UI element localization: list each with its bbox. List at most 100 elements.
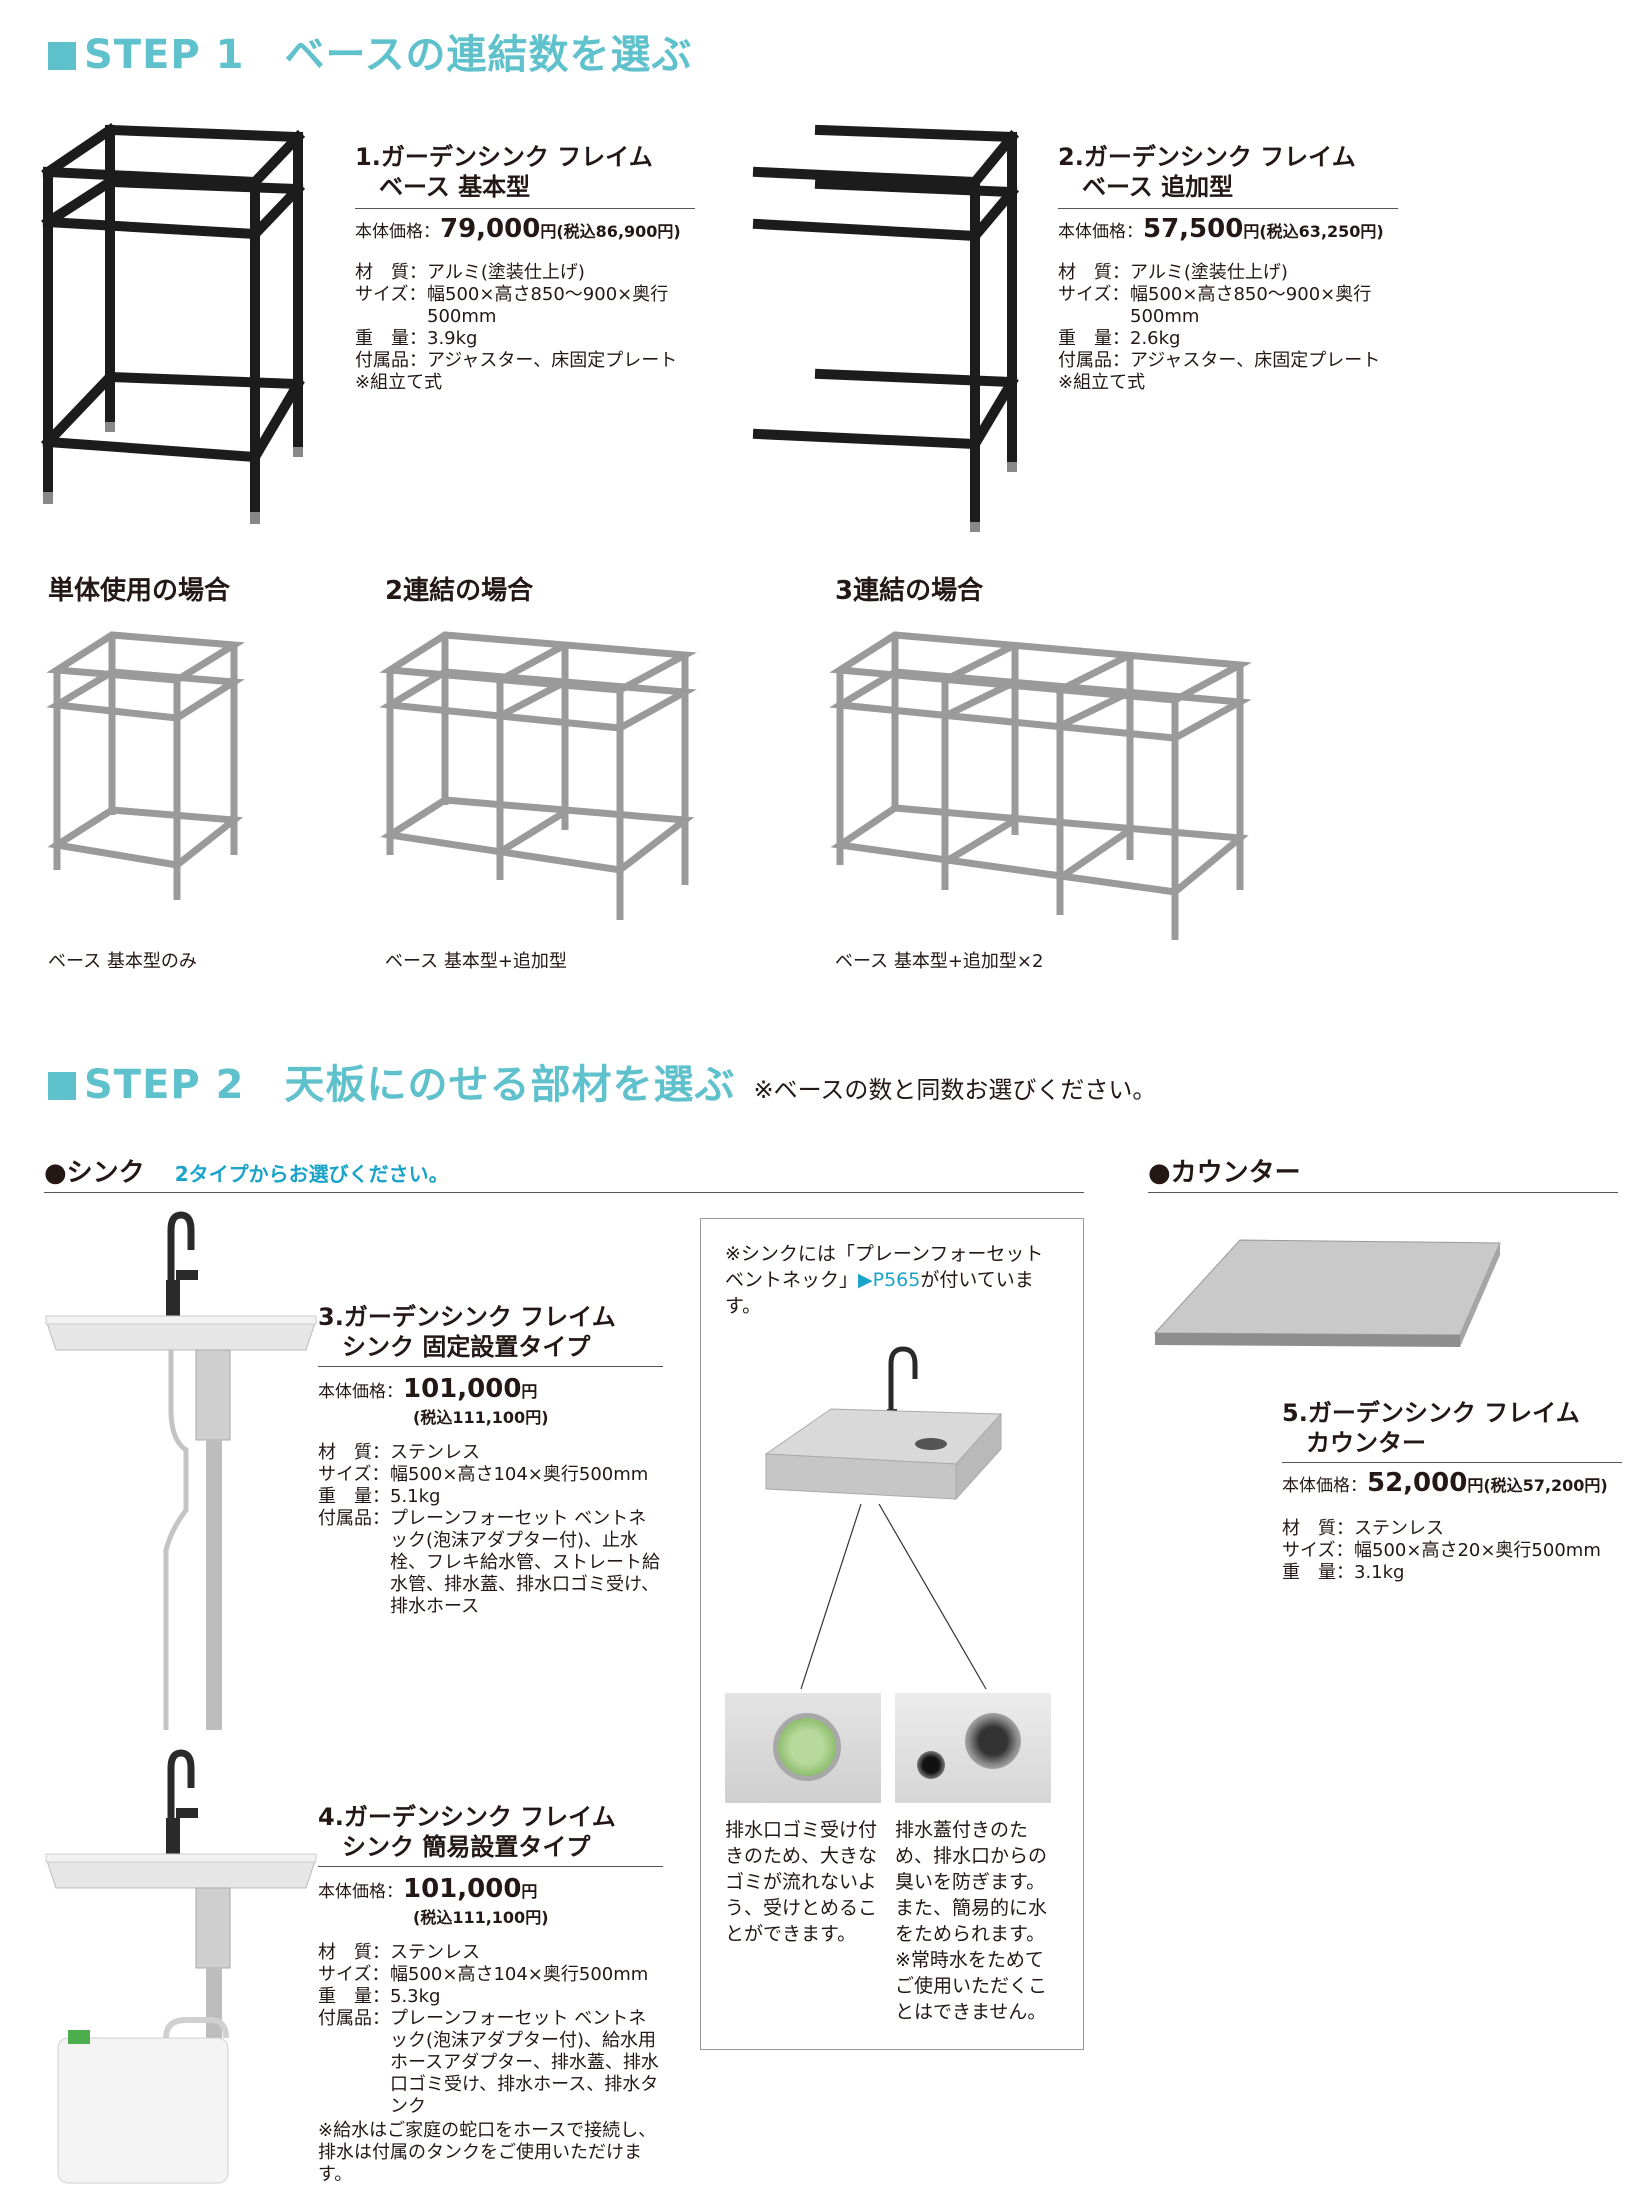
product-5-specs: 材 質：ステンレス サイズ：幅500×高さ20×奥行500mm 重 量：3.1k… — [1282, 1518, 1622, 1584]
product-3-price: 本体価格：101,000円 (税込111,100円) — [318, 1374, 549, 1428]
spec-value: 幅500×高さ20×奥行500mm — [1354, 1540, 1601, 1561]
sink-section-rule — [44, 1192, 1084, 1193]
product-2-title-line1: 2.ガーデンシンク フレイム — [1058, 143, 1356, 171]
spec-key: 重 量： — [1058, 328, 1130, 349]
config-triple-heading: 3連結の場合 — [835, 576, 984, 606]
product-1-rule — [355, 208, 695, 209]
square-bullet-icon — [48, 42, 76, 70]
info-box-line2a: ベントネック」 — [725, 1269, 859, 1291]
product-5-price: 本体価格：52,000円(税込57,200円) — [1282, 1468, 1608, 1498]
spec-key: 付属品： — [355, 350, 427, 371]
strainer-icon — [773, 1713, 841, 1781]
spec-key: 重 量： — [1282, 1562, 1354, 1583]
drain-cover-photo — [895, 1693, 1051, 1803]
spec-value: アジャスター、床固定プレート — [427, 350, 678, 371]
config-double-caption: ベース 基本型+追加型 — [385, 951, 567, 972]
product-3-specs: 材 質：ステンレス サイズ：幅500×高さ104×奥行500mm 重 量：5.1… — [318, 1442, 663, 1618]
spec-value: 3.1kg — [1354, 1562, 1405, 1583]
step2-title: 天板にのせる部材を選ぶ — [284, 1062, 736, 1108]
product-1-title: 1.ガーデンシンク フレイム ベース 基本型 — [355, 142, 653, 202]
product-2-note: ※組立て式 — [1058, 372, 1146, 393]
config-double-heading: 2連結の場合 — [385, 576, 534, 606]
page-reference-link[interactable]: ▶P565 — [858, 1269, 921, 1291]
spec-value: 幅500×高さ104×奥行500mm — [390, 1964, 649, 1985]
spec-value: ステンレス — [390, 1942, 480, 1963]
base-additional-frame-image — [752, 124, 1020, 532]
product-2-title-line2: ベース 追加型 — [1082, 173, 1234, 201]
info-box-header-text: ※シンクには「プレーンフォーセット ベントネック」▶P565が付いています。 — [725, 1241, 1065, 1319]
spec-key: サイズ： — [1282, 1540, 1354, 1561]
price-tax: (税込63,250円) — [1259, 222, 1384, 241]
double-frame-illustration — [379, 631, 698, 920]
product-1-title-line1: 1.ガーデンシンク フレイム — [355, 143, 653, 171]
product-4-title-line1: 4.ガーデンシンク フレイム — [318, 1803, 616, 1831]
product-1-specs: 材 質：アルミ(塗装仕上げ) サイズ：幅500×高さ850～900×奥行500m… — [355, 262, 685, 394]
base-basic-frame-image — [40, 123, 306, 524]
sink-detail-image — [764, 1346, 1003, 1501]
spec-value: プレーンフォーセット ベントネック(泡沫アダプター付)、給水用ホースアダプター、… — [390, 2008, 659, 2117]
spec-key: 付属品： — [318, 1508, 390, 1529]
product-1-note: ※組立て式 — [355, 372, 443, 393]
spec-key: サイズ： — [318, 1464, 390, 1485]
spec-value: 5.1kg — [390, 1486, 441, 1507]
price-label: 本体価格： — [1058, 222, 1143, 242]
price-value: 57,500 — [1143, 214, 1244, 244]
product-4-note: ※給水はご家庭の蛇口をホースで接続し、排水は付属のタンクをご使用いただけます。 — [318, 2120, 657, 2185]
spec-key: 重 量： — [318, 1986, 390, 2007]
spec-key: 付属品： — [318, 2008, 390, 2029]
product-2-rule — [1058, 208, 1398, 209]
product-3-title-line2: シンク 固定設置タイプ — [342, 1333, 591, 1361]
step1-label: STEP 1 — [84, 32, 245, 78]
product-5-title: 5.ガーデンシンク フレイム カウンター — [1282, 1398, 1580, 1458]
plug-icon — [917, 1751, 945, 1779]
square-bullet-icon — [48, 1072, 76, 1100]
drain-cover-icon — [965, 1713, 1021, 1769]
price-yen: 円 — [521, 1382, 538, 1401]
price-label: 本体価格： — [355, 222, 440, 242]
info-box-line1: ※シンクには「プレーンフォーセット — [725, 1243, 1044, 1265]
spec-key: サイズ： — [318, 1964, 390, 1985]
spec-value: 3.9kg — [427, 328, 478, 349]
sink-section-title: ●シンク — [44, 1158, 145, 1188]
counter-section-heading: ●カウンター — [1148, 1158, 1301, 1188]
spec-key: 材 質： — [1282, 1518, 1354, 1539]
spec-value: アジャスター、床固定プレート — [1130, 350, 1381, 371]
spec-key: サイズ： — [1058, 284, 1130, 305]
product-1-price: 本体価格：79,000円(税込86,900円) — [355, 214, 681, 244]
product-5-title-line2: カウンター — [1306, 1429, 1426, 1457]
config-triple-caption: ベース 基本型+追加型×2 — [835, 951, 1044, 972]
sink-section-heading: ●シンク 2タイプからお選びください。 — [44, 1152, 449, 1189]
product-4-title-line2: シンク 簡易設置タイプ — [342, 1833, 591, 1861]
config-single-heading: 単体使用の場合 — [48, 576, 231, 606]
step2-label: STEP 2 — [84, 1062, 245, 1108]
product-4-rule — [318, 1866, 663, 1867]
spec-key: 材 質： — [318, 1942, 390, 1963]
spec-value: 2.6kg — [1130, 328, 1181, 349]
product-2-title: 2.ガーデンシンク フレイム ベース 追加型 — [1058, 142, 1356, 202]
spec-value: ステンレス — [390, 1442, 480, 1463]
price-yen: 円 — [521, 1882, 538, 1901]
spec-key: 重 量： — [355, 328, 427, 349]
triple-frame-illustration — [829, 631, 1252, 940]
counter-section-rule — [1148, 1192, 1618, 1193]
product-3-title-line1: 3.ガーデンシンク フレイム — [318, 1303, 616, 1331]
product-4-price: 本体価格：101,000円 (税込111,100円) — [318, 1874, 549, 1928]
spec-key: 重 量： — [318, 1486, 390, 1507]
price-value: 101,000 — [403, 1874, 522, 1904]
spec-value: プレーンフォーセット ベントネック(泡沫アダプター付)、止水栓、フレキ給水管、ス… — [390, 1508, 660, 1617]
spec-value: アルミ(塗装仕上げ) — [427, 262, 585, 283]
product-5-title-line1: 5.ガーデンシンク フレイム — [1282, 1399, 1580, 1427]
spec-key: 材 質： — [1058, 262, 1130, 283]
spec-value: 5.3kg — [390, 1986, 441, 2007]
sink-info-box: ※シンクには「プレーンフォーセット ベントネック」▶P565が付いています。 排… — [700, 1218, 1084, 2050]
step1-title: ベースの連結数を選ぶ — [284, 32, 693, 78]
price-tax: (税込86,900円) — [556, 222, 681, 241]
product-4-specs: 材 質：ステンレス サイズ：幅500×高さ104×奥行500mm 重 量：5.3… — [318, 1942, 663, 2186]
sink-section-note: 2タイプからお選びください。 — [174, 1162, 449, 1186]
price-value: 52,000 — [1367, 1468, 1468, 1498]
product-5-rule — [1282, 1462, 1622, 1463]
spec-value: 幅500×高さ850～900×奥行500mm — [427, 284, 669, 327]
info-box-line2c: が付いています。 — [725, 1269, 1034, 1317]
spec-value: アルミ(塗装仕上げ) — [1130, 262, 1288, 283]
